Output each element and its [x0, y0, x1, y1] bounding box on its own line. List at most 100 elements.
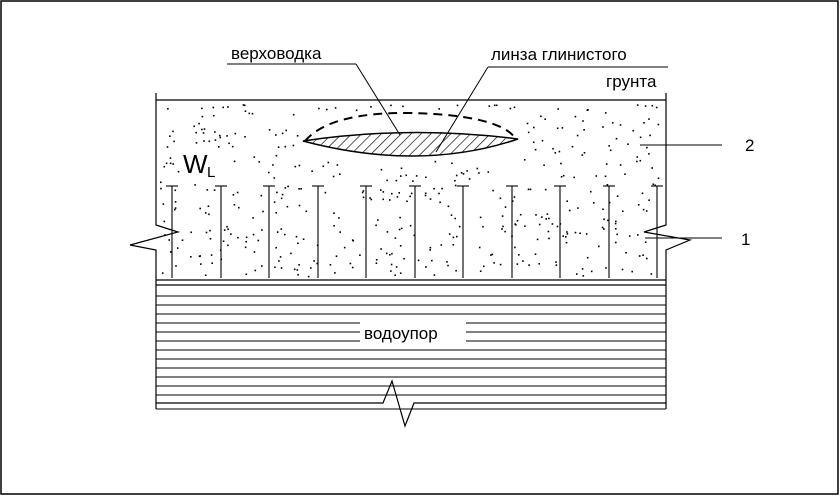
sand-dot: [516, 219, 519, 222]
sand-dot: [209, 229, 211, 232]
sand-dot: [195, 131, 197, 134]
sand-dot: [552, 147, 554, 150]
sand-dot: [385, 252, 388, 255]
sand-dot: [583, 129, 585, 131]
sand-dot: [577, 207, 579, 209]
sand-dot: [641, 192, 644, 195]
sand-dot: [625, 252, 627, 254]
sand-dot: [615, 228, 617, 230]
sand-dot: [261, 229, 263, 231]
sand-dot: [490, 254, 492, 256]
sand-dot: [297, 242, 299, 245]
sand-dot: [210, 254, 213, 256]
sand-dot: [558, 150, 561, 153]
sand-dot: [576, 273, 578, 275]
sand-dot: [230, 233, 232, 235]
sand-dot: [551, 223, 554, 225]
sand-dot: [586, 256, 589, 259]
sand-dot: [219, 136, 222, 139]
sand-dot: [583, 152, 586, 154]
sand-dot: [571, 145, 574, 148]
sand-dot: [339, 173, 341, 175]
sand-dot: [568, 209, 571, 212]
sand-dot: [349, 262, 352, 265]
sand-dot: [615, 137, 618, 140]
sand-dot: [501, 215, 504, 217]
sand-dot: [513, 106, 516, 109]
sand-dot: [645, 210, 648, 212]
sand-dot: [399, 245, 402, 247]
sand-dot: [652, 183, 655, 186]
sand-dot: [622, 210, 624, 213]
sand-dot: [468, 178, 471, 180]
sand-dot: [523, 159, 526, 161]
sand-dot: [398, 228, 401, 231]
sand-dot: [355, 109, 358, 112]
sand-dot: [390, 104, 392, 107]
sand-dot: [606, 184, 609, 186]
sand-dot: [244, 246, 247, 249]
sand-dot: [565, 236, 567, 238]
sand-dot: [335, 255, 338, 257]
sand-dot: [163, 165, 166, 168]
sand-dot: [624, 173, 626, 175]
sand-dot: [560, 176, 563, 178]
sand-dot: [261, 265, 263, 267]
sand-dot: [273, 177, 276, 179]
sand-dot: [413, 234, 416, 237]
sand-dot: [455, 174, 458, 177]
sand-dot: [174, 208, 176, 211]
sand-dot: [524, 225, 526, 227]
sand-dot: [166, 146, 169, 148]
sand-dot: [214, 139, 217, 141]
sand-dot: [409, 224, 412, 227]
sand-dot: [391, 252, 393, 255]
sand-dot: [466, 170, 468, 172]
sand-dot: [202, 132, 205, 134]
sand-dot: [208, 213, 210, 216]
sand-dot: [268, 129, 271, 131]
sand-dot: [518, 254, 520, 256]
sand-dot: [438, 192, 440, 195]
sand-dot: [409, 195, 411, 198]
sand-dot: [287, 185, 289, 188]
sand-dot: [296, 135, 299, 137]
sand-dot: [592, 202, 595, 204]
sand-dot: [565, 241, 568, 244]
sand-dot: [590, 270, 593, 273]
sand-dot: [479, 216, 482, 219]
sand-dot: [200, 263, 202, 265]
sand-dot: [574, 231, 577, 234]
sand-dot: [657, 123, 660, 126]
sand-dot: [252, 217, 254, 219]
sand-dot: [636, 104, 639, 106]
sand-dot: [223, 229, 226, 231]
sand-dot: [203, 128, 206, 130]
sand-dot: [212, 106, 215, 109]
sand-dot: [548, 237, 550, 240]
sand-dot: [280, 267, 283, 269]
sand-dot: [338, 217, 340, 219]
sand-dot: [268, 171, 270, 174]
sand-dot: [540, 115, 542, 118]
sand-dot: [431, 259, 433, 262]
sand-dot: [651, 167, 653, 169]
sand-dot: [400, 175, 402, 177]
sand-dot: [504, 206, 507, 208]
sand-dot: [370, 198, 373, 201]
sand-dot: [628, 235, 631, 237]
sand-dot: [514, 223, 516, 225]
sand-dot: [284, 233, 286, 236]
sand-dot: [643, 122, 645, 124]
sand-dot: [292, 113, 295, 116]
sand-dot: [400, 227, 403, 230]
sand-dot: [646, 146, 648, 149]
sand-dot: [446, 261, 448, 263]
sand-dot: [218, 146, 220, 148]
sand-dot: [201, 107, 203, 110]
sand-dot: [194, 184, 196, 186]
sand-dot: [519, 213, 522, 216]
sand-dot: [447, 205, 450, 208]
